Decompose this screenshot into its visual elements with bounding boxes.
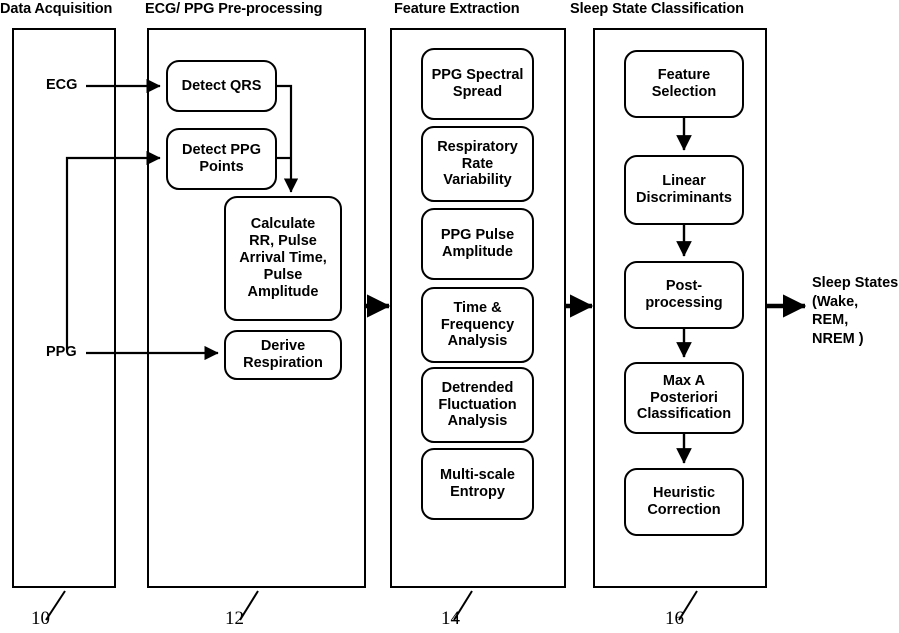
node-ppg-spectral-spread-label-2: Spread xyxy=(452,84,503,100)
node-time-frequency-analysis-label-2: Frequency xyxy=(440,316,515,333)
node-detect-qrs[interactable]: Detect QRS xyxy=(166,60,277,112)
input-label-ecg: ECG xyxy=(46,77,78,93)
stage-header-data-acquisition: Data Acquisition xyxy=(0,1,113,17)
node-detect-qrs-label: Detect QRS xyxy=(181,77,262,94)
node-calculate-rr-pat-pa[interactable]: Calculate RR, Pulse Arrival Time, Pulse … xyxy=(224,196,342,321)
node-heuristic-correction-label-1: Heuristic xyxy=(652,485,716,502)
node-map-label-3: Classification xyxy=(636,406,732,423)
node-map-label-1: Max A xyxy=(662,372,706,389)
node-respiratory-rate-variability-label-3: Variability xyxy=(443,172,512,189)
node-respiratory-rate-variability-label-2: Rate xyxy=(461,155,494,172)
stage-header-preprocessing: ECG/ PPG Pre-processing xyxy=(145,1,323,17)
reference-number-12: 12 xyxy=(225,608,244,629)
node-time-frequency-analysis[interactable]: Time & Frequency Analysis xyxy=(421,287,534,363)
node-post-processing[interactable]: Post- processing xyxy=(624,261,744,329)
node-ppg-spectral-spread[interactable]: PPG Spectral Spread xyxy=(421,48,534,120)
node-max-a-posteriori-classification[interactable]: Max A Posteriori Classification xyxy=(624,362,744,434)
node-derive-respiration-label-2: Respiration xyxy=(243,355,323,371)
output-label-sleep-states: Sleep States (Wake, REM, NREM ) xyxy=(812,274,898,348)
node-calculate-label-1: Calculate xyxy=(250,216,316,233)
node-time-frequency-analysis-label-1: Time & xyxy=(453,299,502,316)
node-derive-respiration[interactable]: Derive Respiration xyxy=(224,330,342,380)
node-dfa-label-1: Detrended xyxy=(441,379,514,396)
node-derive-respiration-label-1: Derive xyxy=(260,338,306,355)
output-label-line-4: NREM ) xyxy=(812,330,864,347)
node-detect-ppg-points-label-2: Points xyxy=(199,159,244,175)
node-ppg-pulse-amplitude-label-2: Amplitude xyxy=(442,244,513,260)
node-calculate-label-2: RR, Pulse xyxy=(249,233,317,250)
node-calculate-label-5: Amplitude xyxy=(247,283,319,300)
node-detrended-fluctuation-analysis[interactable]: Detrended Fluctuation Analysis xyxy=(421,367,534,443)
reference-number-10: 10 xyxy=(31,608,50,629)
node-detect-ppg-points-label-1: Detect PPG xyxy=(182,142,261,159)
node-respiratory-rate-variability[interactable]: Respiratory Rate Variability xyxy=(421,126,534,202)
node-detect-ppg-points[interactable]: Detect PPG Points xyxy=(166,128,277,190)
stage-header-classification: Sleep State Classification xyxy=(570,1,744,17)
stage-box-data-acquisition xyxy=(12,28,116,588)
reference-number-16: 16 xyxy=(665,608,684,629)
node-multi-scale-entropy-label-1: Multi-scale xyxy=(440,467,515,484)
node-dfa-label-3: Analysis xyxy=(447,413,508,430)
input-label-ppg: PPG xyxy=(46,344,77,360)
node-heuristic-correction[interactable]: Heuristic Correction xyxy=(624,468,744,536)
stage-header-feature-extraction: Feature Extraction xyxy=(394,1,520,17)
node-heuristic-correction-label-2: Correction xyxy=(647,502,721,518)
reference-number-14: 14 xyxy=(441,608,460,629)
node-post-processing-label-2: processing xyxy=(645,295,723,311)
output-label-line-2: (Wake, xyxy=(812,293,859,310)
node-ppg-pulse-amplitude[interactable]: PPG Pulse Amplitude xyxy=(421,208,534,280)
node-feature-selection-label-2: Selection xyxy=(651,84,717,100)
node-map-label-2: Posteriori xyxy=(650,389,718,406)
node-calculate-label-4: Pulse xyxy=(263,266,303,283)
node-ppg-pulse-amplitude-label-1: PPG Pulse xyxy=(440,227,515,244)
output-label-line-1: Sleep States xyxy=(812,275,899,291)
node-feature-selection[interactable]: Feature Selection xyxy=(624,50,744,118)
node-ppg-spectral-spread-label-1: PPG Spectral xyxy=(431,67,524,84)
output-label-line-3: REM, xyxy=(812,312,849,329)
node-feature-selection-label-1: Feature xyxy=(657,67,711,84)
node-linear-discriminants[interactable]: Linear Discriminants xyxy=(624,155,744,225)
node-time-frequency-analysis-label-3: Analysis xyxy=(447,333,508,350)
node-linear-discriminants-label-1: Linear xyxy=(662,173,706,190)
node-respiratory-rate-variability-label-1: Respiratory xyxy=(437,138,518,155)
node-multi-scale-entropy-label-2: Entropy xyxy=(450,484,505,500)
node-linear-discriminants-label-2: Discriminants xyxy=(636,190,732,206)
node-multi-scale-entropy[interactable]: Multi-scale Entropy xyxy=(421,448,534,520)
node-calculate-label-3: Arrival Time, xyxy=(239,250,327,267)
node-dfa-label-2: Fluctuation xyxy=(438,396,517,413)
node-post-processing-label-1: Post- xyxy=(665,278,703,295)
